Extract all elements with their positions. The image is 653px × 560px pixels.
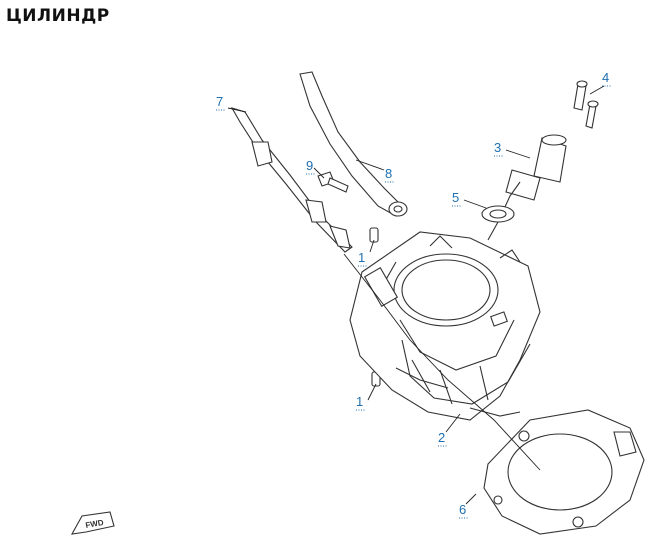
callout-9: 9 (306, 158, 316, 175)
fwd-arrow-icon: FWD (70, 511, 115, 535)
part-6-base-gasket (483, 409, 645, 535)
leader-lines (227, 85, 605, 505)
callout-6: 6 (459, 502, 469, 519)
callout-5: 5 (452, 190, 462, 207)
callout-1-upper-label: 1 (358, 250, 365, 265)
part-2-cylinder-block (349, 231, 541, 421)
part-7-chain-guide (230, 107, 353, 253)
callout-8-label: 8 (385, 166, 392, 181)
callout-4: 4 (602, 70, 612, 87)
part-8-tensioner-blade (299, 71, 408, 217)
part-1-dowel-upper (369, 227, 379, 243)
callout-2: 2 (438, 430, 448, 447)
callout-3-label: 3 (494, 140, 501, 155)
callout-1-lower: 1 (356, 394, 366, 411)
callout-1-upper: 1 (358, 250, 368, 267)
callout-3: 3 (494, 140, 504, 157)
callout-6-label: 6 (459, 502, 466, 517)
callout-5-label: 5 (452, 190, 459, 205)
callout-2-label: 2 (438, 430, 445, 445)
callout-8: 8 (385, 166, 395, 183)
callout-1-lower-label: 1 (356, 394, 363, 409)
callout-4-label: 4 (602, 70, 609, 85)
callout-7: 7 (216, 94, 226, 111)
page-title: ЦИЛИНДР (6, 6, 110, 26)
part-4-bolts (573, 80, 599, 129)
callout-9-label: 9 (306, 158, 313, 173)
part-5-gasket (481, 205, 515, 223)
fwd-arrow-label: FWD (85, 518, 105, 530)
callout-7-label: 7 (216, 94, 223, 109)
part-9-pivot-bolt (317, 171, 349, 193)
